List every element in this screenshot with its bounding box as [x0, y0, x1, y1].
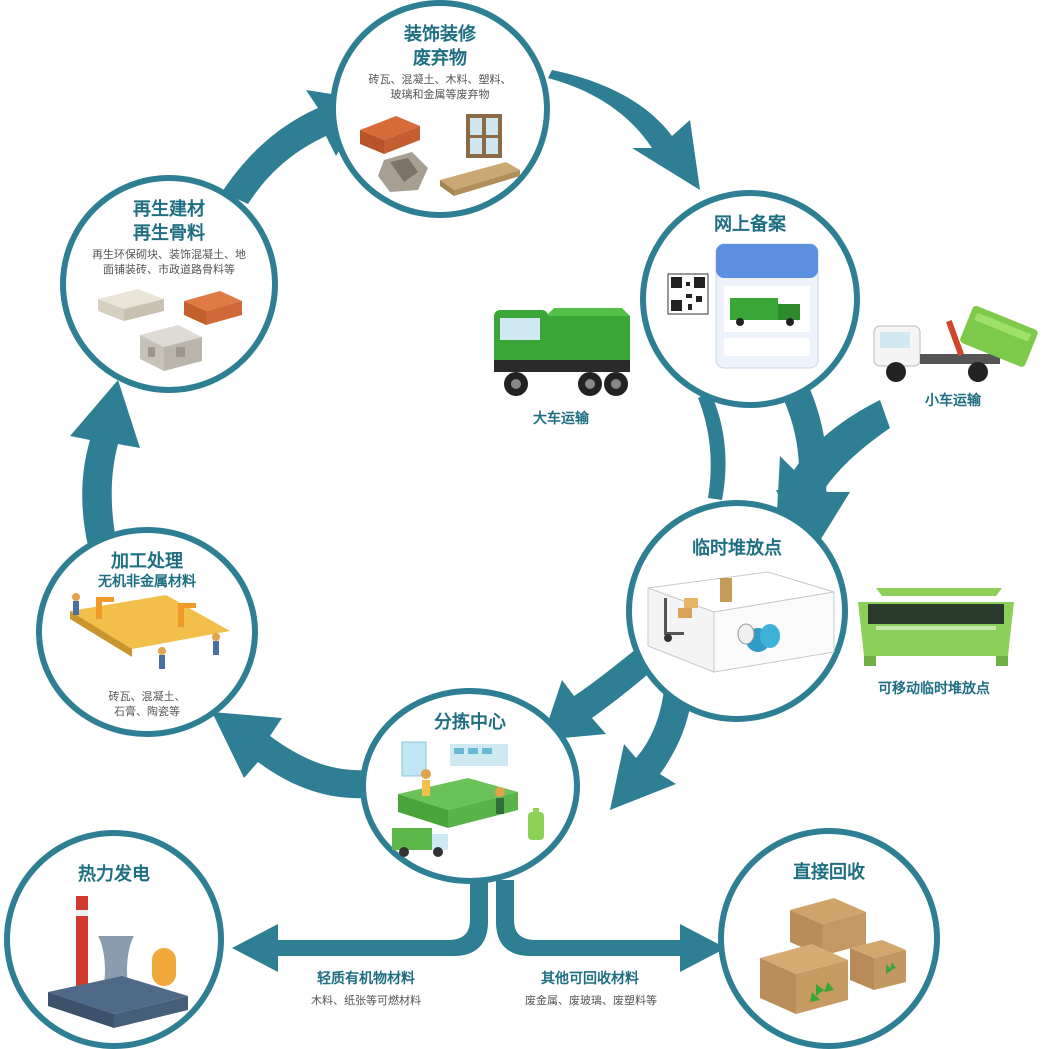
node-thermal-power: 热力发电: [4, 830, 224, 1049]
assembly-line-icon: [70, 593, 230, 669]
monitor-grid-icon: [450, 744, 508, 766]
decoration-waste-desc-2: 玻璃和金属等废弃物: [390, 88, 490, 101]
light-organic-label: 轻质有机物材料: [317, 971, 415, 987]
mobile-storage-container-icon: [858, 588, 1014, 666]
window-icon: [466, 114, 502, 158]
small-truck-label: 小车运输: [925, 393, 981, 409]
chimney-icon: [76, 896, 88, 986]
battery-icon: [528, 808, 544, 840]
online-registration-title: 网上备案: [714, 214, 786, 235]
worker-icon-2: [495, 787, 505, 814]
sorting-facility-icon: [392, 741, 544, 857]
processing-desc-2: 石膏、陶瓷等: [114, 705, 180, 718]
recycled-materials-title-2: 再生骨料: [133, 223, 205, 244]
processing-desc-1: 砖瓦、混凝土、: [108, 690, 186, 703]
node-sorting-center: 分拣中心: [360, 688, 580, 884]
temporary-storage-title: 临时堆放点: [692, 538, 782, 559]
thermal-power-title: 热力发电: [78, 864, 150, 885]
power-plant-icon: [48, 896, 188, 1028]
qr-code-icon: [667, 273, 709, 315]
node-decoration-waste: 装饰装修 废弃物 砖瓦、混凝土、木料、塑料、 玻璃和金属等废弃物: [330, 0, 550, 218]
hand-cart-icon: [664, 598, 684, 642]
arrow-processing-to-recycled: [70, 380, 140, 546]
waste-materials-icon: [360, 114, 520, 196]
concrete-block-icon: [140, 325, 202, 371]
worker-icon-5: [158, 647, 166, 669]
large-truck-icon: [494, 308, 630, 396]
decoration-waste-title-2: 废弃物: [413, 48, 467, 69]
worker-icon-3: [72, 593, 80, 615]
hollow-block-icon: [98, 289, 164, 321]
cardboard-box-icon-3: [850, 940, 906, 990]
direct-recycling-title: 直接回收: [793, 862, 865, 883]
node-recycled-materials: 再生建材 再生骨料 再生环保砌块、装饰混凝土、地 面铺装砖、市政道路骨料等: [60, 175, 278, 393]
decoration-waste-title-1: 装饰装修: [404, 24, 476, 45]
recycled-materials-title-1: 再生建材: [133, 199, 205, 220]
light-organic-desc: 木料、纸张等可燃材料: [311, 994, 421, 1007]
node-processing: 加工处理 无机非金属材料 砖瓦、混凝土、 石膏、陶瓷等: [36, 527, 258, 737]
robot-arm-icon: [96, 597, 114, 619]
cardboard-box-icon-2: [760, 944, 848, 1014]
recycled-materials-desc-1: 再生环保砌块、装饰混凝土、地: [92, 248, 246, 261]
registration-app-icon: [667, 243, 819, 369]
other-recyclable-label: 其他可回收材料: [541, 971, 639, 987]
large-truck-label: 大车运输: [533, 411, 589, 427]
arrow-inner-ring: [698, 392, 726, 500]
arrow-truck-to-storage: [776, 400, 890, 530]
processing-title-2: 无机非金属材料: [98, 574, 196, 590]
node-online-registration: 网上备案: [640, 190, 860, 408]
arrow-sorting-to-processing: [212, 712, 366, 799]
decoration-waste-desc-1: 砖瓦、混凝土、木料、塑料、: [368, 73, 512, 86]
brick-icon: [360, 116, 420, 154]
arrow-waste-to-registration: [548, 70, 700, 190]
node-temporary-storage: 临时堆放点: [626, 500, 848, 722]
sorting-center-title: 分拣中心: [434, 712, 506, 733]
garbage-truck-icon: [392, 828, 448, 857]
display-panel-icon: [401, 741, 427, 777]
arrow-storage-to-sorting: [542, 638, 664, 740]
storage-tank-icon: [152, 948, 176, 986]
recycle-symbol-icon: [810, 982, 834, 1002]
mobile-storage-label: 可移动临时堆放点: [878, 681, 990, 697]
arrow-sorting-to-direct: [496, 880, 726, 972]
building-blocks-icon: [98, 289, 242, 371]
recycled-materials-desc-2: 面铺装砖、市政道路骨料等: [103, 263, 235, 276]
robot-arm-icon-2: [178, 603, 196, 627]
boxes-icon: [678, 578, 732, 618]
other-recyclable-desc: 废金属、废玻璃、废塑料等: [525, 994, 657, 1007]
small-truck-icon: [873, 306, 1038, 382]
recycling-boxes-icon: [760, 898, 906, 1014]
worker-icon: [421, 769, 431, 796]
storage-room-icon: [647, 571, 835, 673]
cardboard-box-icon: [790, 898, 866, 956]
arrow-sorting-to-thermal: [232, 880, 488, 972]
worker-icon-4: [212, 633, 220, 655]
rubble-icon: [378, 152, 428, 192]
processing-title-1: 加工处理: [111, 551, 183, 572]
phone-screen-icon: [715, 243, 819, 369]
red-brick-icon: [184, 291, 242, 325]
node-direct-recycling: 直接回收: [718, 828, 940, 1049]
garbage-bags-icon: [737, 623, 780, 652]
wood-planks-icon: [440, 162, 520, 196]
recycle-symbol-icon-2: [886, 962, 896, 974]
arrow-storage-to-sorting-2: [610, 690, 692, 810]
